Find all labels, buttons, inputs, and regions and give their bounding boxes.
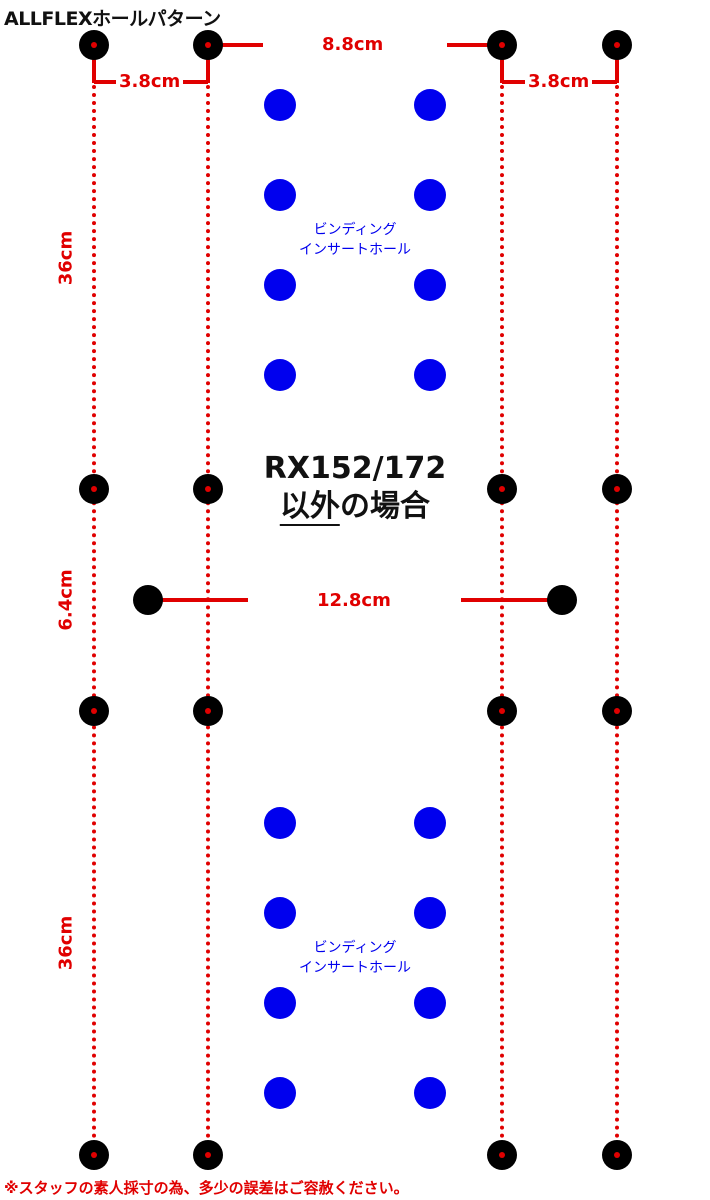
mount-hole bbox=[487, 30, 517, 60]
dim-line-top-right bbox=[447, 43, 502, 47]
mount-hole bbox=[602, 30, 632, 60]
dim-left-offset: 3.8cm bbox=[116, 71, 184, 92]
mount-hole bbox=[602, 1140, 632, 1170]
dim-line-top-left bbox=[208, 43, 263, 47]
dim-upper-length: 36cm bbox=[55, 230, 77, 286]
mount-hole bbox=[193, 30, 223, 60]
mount-hole bbox=[487, 696, 517, 726]
insert-hole bbox=[414, 359, 446, 391]
mount-hole bbox=[79, 1140, 109, 1170]
center-label-model: RX152/172 bbox=[263, 451, 447, 486]
dim-line-middle-right bbox=[461, 598, 562, 602]
insert-hole-label-line2: インサートホール bbox=[299, 242, 411, 258]
insert-hole bbox=[414, 987, 446, 1019]
mount-hole bbox=[193, 474, 223, 504]
dim-bracket-left-v1 bbox=[92, 47, 96, 83]
dim-bracket-right-v2 bbox=[615, 47, 619, 83]
insert-hole bbox=[414, 1077, 446, 1109]
mount-hole bbox=[602, 696, 632, 726]
footnote: ※スタッフの素人採寸の為、多少の誤差はご容赦ください。 bbox=[4, 1179, 409, 1197]
insert-hole bbox=[414, 897, 446, 929]
insert-hole-label-line1: ビンディング bbox=[313, 222, 397, 238]
page-title: ALLFLEXホールパターン bbox=[4, 8, 221, 30]
dim-middle-width: 12.8cm bbox=[317, 590, 391, 611]
dim-top-width: 8.8cm bbox=[322, 34, 384, 55]
mount-hole bbox=[79, 474, 109, 504]
insert-hole bbox=[264, 807, 296, 839]
mount-hole bbox=[193, 1140, 223, 1170]
insert-hole bbox=[264, 89, 296, 121]
center-label-rest: の場合 bbox=[340, 489, 430, 524]
insert-hole bbox=[264, 179, 296, 211]
dotted-line-col-4 bbox=[615, 45, 619, 1155]
insert-hole-label-upper: ビンディング インサートホール bbox=[299, 220, 411, 260]
insert-hole bbox=[264, 897, 296, 929]
dim-right-offset: 3.8cm bbox=[525, 71, 593, 92]
insert-hole-label-lower: ビンディング インサートホール bbox=[299, 938, 411, 978]
center-label-condition: 以外の場合 bbox=[264, 488, 446, 526]
insert-hole bbox=[414, 269, 446, 301]
dim-middle-gap: 6.4cm bbox=[55, 569, 77, 631]
insert-hole bbox=[264, 987, 296, 1019]
mount-hole-wide bbox=[133, 585, 163, 615]
dim-lower-length: 36cm bbox=[55, 915, 77, 971]
mount-hole bbox=[79, 30, 109, 60]
mount-hole-wide bbox=[547, 585, 577, 615]
mount-hole bbox=[193, 696, 223, 726]
dim-bracket-right-v1 bbox=[500, 47, 504, 83]
mount-hole bbox=[602, 474, 632, 504]
insert-hole bbox=[264, 1077, 296, 1109]
mount-hole bbox=[79, 696, 109, 726]
insert-hole-label-line1: ビンディング bbox=[313, 940, 397, 956]
center-label: RX152/172 以外の場合 bbox=[264, 450, 446, 526]
dotted-line-col-1 bbox=[92, 45, 96, 1155]
mount-hole bbox=[487, 1140, 517, 1170]
insert-hole bbox=[264, 269, 296, 301]
insert-hole-label-line2: インサートホール bbox=[299, 960, 411, 976]
insert-hole bbox=[414, 89, 446, 121]
dim-bracket-left-v2 bbox=[206, 47, 210, 83]
insert-hole bbox=[264, 359, 296, 391]
mount-hole bbox=[487, 474, 517, 504]
insert-hole bbox=[414, 179, 446, 211]
dim-line-middle-left bbox=[148, 598, 248, 602]
insert-hole bbox=[414, 807, 446, 839]
center-label-underlined: 以外 bbox=[280, 489, 340, 526]
